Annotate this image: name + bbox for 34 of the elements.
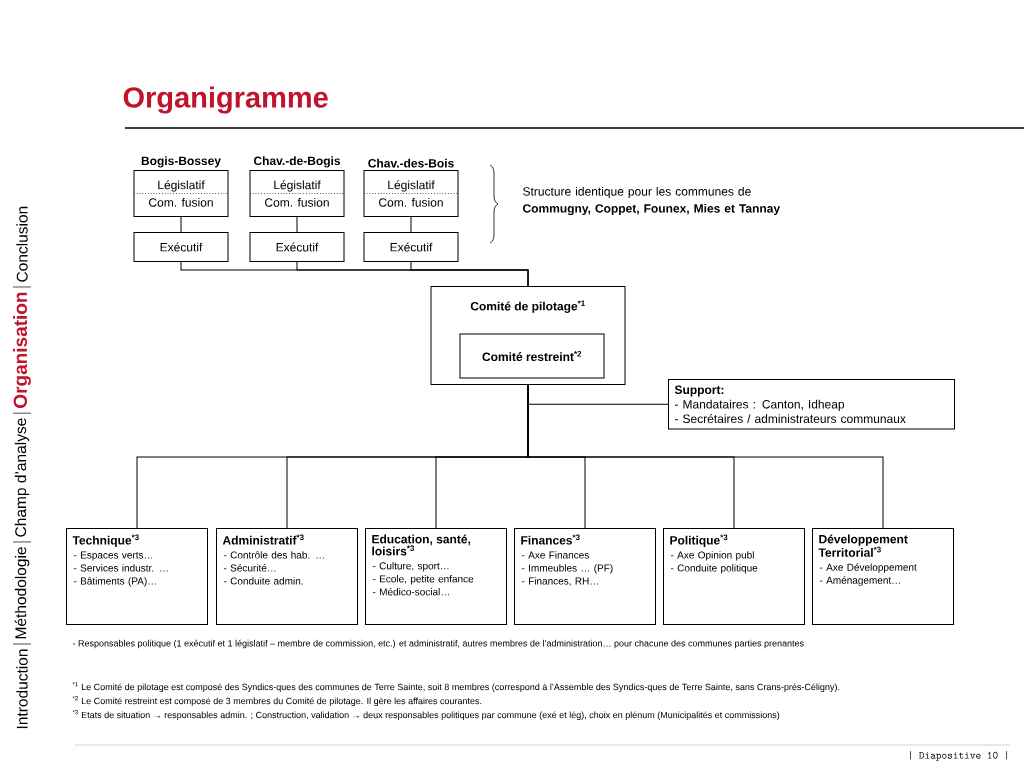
navigation-item: Organisation — [13, 292, 31, 408]
department-box: Education, santé, loisirs$^{*3}$ - Culture, sport… - Ecole, petite enfance - Médico-social… — [365, 528, 507, 625]
department-box: Politique$^{*3}$ - Axe Opinion publ - Conduite politique — [663, 528, 805, 625]
municipality-name: Chav.-des-Bois — [368, 158, 454, 168]
connector-line — [180, 216, 182, 233]
note-text: - Responsables politique (1 exécutif et 1 législatif – membre de commission, etc.) et administratif, autres membres de l’administration… pour chacune des communes parties prenantes — [72, 639, 804, 649]
municipality-box: Législatif Com. fusion — [249, 170, 345, 217]
connector-line — [296, 216, 298, 233]
connector-line — [410, 216, 412, 233]
navigation-item: Introduction — [16, 649, 28, 729]
support-box: Support: - Mandataires : Canton, Idheap - Secrétaires / administrateurs communaux — [668, 379, 955, 430]
department-box: Finances$^{*3}$ - Axe Finances - Immeubles … (PF) - Finances, RH… — [514, 528, 656, 625]
navigation-item: Conclusion — [16, 206, 28, 282]
executive-box: Exécutif — [249, 232, 345, 262]
footnote: $^{*3}$ Etats de situation → responsables admin. ; Construction, validation → deux responsables politiques par commune (exé et lég), choix en plénum (Municipalités et commissions) — [72, 710, 780, 720]
municipality-box: Législatif Com. fusion — [363, 170, 459, 217]
connector-line — [410, 261, 529, 287]
department-box: Technique$^{*3}$ - Espaces verts… - Services industr. … - Bâtiments (PA)… — [66, 528, 208, 625]
executive-box: Exécutif — [363, 232, 459, 262]
department-box: Développement Territorial$^{*3}$ - Axe Développement - Aménagement… — [812, 528, 954, 625]
slide-number: | Diapositive 10 | — [910, 751, 1008, 762]
department-box: Administratif$^{*3}$ - Contrôle des hab. … - Sécurité… - Conduite admin. — [216, 528, 358, 625]
municipality-name: Bogis-Bossey — [141, 156, 221, 168]
structure-note: Structure identique pour les communes de Commugny, Coppet, Founex, Mies et Tannay — [523, 186, 781, 216]
footnote: $^{*1}$ Le Comité de pilotage est composé des Syndics-ques des communes de Terre Sainte, soit 8 membres (correspond à l’Assemble des Syndics-ques de Terre Sainte, sans Crans-près-Céligny). — [72, 682, 840, 692]
committee-box: Comité restreint$^{*2}$ — [459, 333, 605, 379]
navigation-item: Méthodologie — [14, 547, 30, 639]
slide-title: Organigramme — [123, 86, 328, 114]
municipality-box: Législatif Com. fusion — [133, 170, 229, 217]
connector-line — [527, 384, 884, 529]
navigation-item: Champ d’analyse — [14, 418, 30, 537]
executive-box: Exécutif — [133, 232, 229, 262]
municipality-name: Chav.-de-Bogis — [253, 156, 341, 168]
footnote: $^{*2}$ Le Comité restreint est composé de 3 membres du Comité de pilotage. Il gère les affaires courantes. — [72, 696, 482, 706]
